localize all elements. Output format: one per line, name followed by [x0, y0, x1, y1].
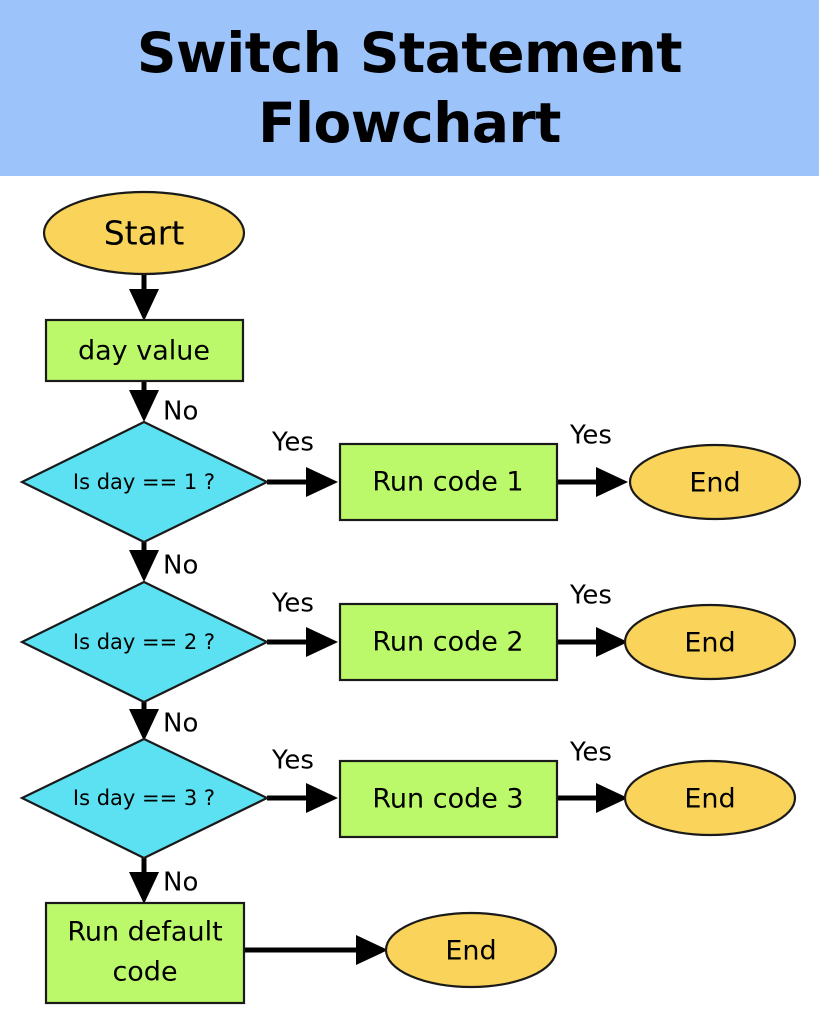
start-label: Start — [104, 214, 185, 253]
run-code-1-rect — [338, 442, 559, 522]
end-1-label: End — [689, 468, 740, 499]
end-2-label: End — [684, 628, 735, 659]
run-code-2-label: Run code 2 — [372, 627, 523, 658]
edge-label-layer: No Yes Yes No Yes Yes No Yes Yes No — [163, 397, 612, 898]
decision-1-diamond — [19, 420, 270, 544]
run-default-label-line-2: code — [112, 957, 177, 988]
run-code-1-label: Run code 1 — [372, 467, 523, 498]
edge-label-yes-end-1: Yes — [569, 421, 612, 451]
edge-label-no-2: No — [163, 551, 198, 581]
node-run-default[interactable]: Run default code — [44, 901, 246, 1005]
run-code-2-rect — [338, 602, 559, 682]
node-end-default[interactable]: End — [384, 911, 558, 989]
node-day-value[interactable]: day value — [44, 318, 245, 383]
node-decision-3[interactable]: Is day == 3 ? — [19, 737, 270, 860]
edge-label-yes-end-2: Yes — [569, 581, 612, 611]
run-code-3-label: Run code 3 — [372, 784, 523, 815]
decision-3-label: Is day == 3 ? — [73, 786, 215, 810]
decision-2-label: Is day == 2 ? — [73, 630, 215, 654]
node-run-code-1[interactable]: Run code 1 — [338, 442, 559, 522]
node-decision-1[interactable]: Is day == 1 ? — [19, 420, 270, 544]
end-default-ellipse — [384, 911, 558, 989]
page-title-line-2: Flowchart — [258, 91, 561, 155]
end-2-ellipse — [623, 603, 797, 681]
node-run-code-3[interactable]: Run code 3 — [338, 759, 559, 839]
page-title-line-1: Switch Statement — [136, 21, 683, 85]
edge-label-yes-decision-3: Yes — [271, 746, 314, 776]
node-run-code-2[interactable]: Run code 2 — [338, 602, 559, 682]
decision-1-label: Is day == 1 ? — [73, 470, 215, 494]
node-end-1[interactable]: End — [628, 443, 802, 521]
node-start[interactable]: Start — [42, 190, 246, 276]
node-end-2[interactable]: End — [623, 603, 797, 681]
day-value-rect — [44, 318, 245, 383]
run-default-rect — [44, 901, 246, 1005]
run-default-label-line-1: Run default — [67, 917, 222, 948]
header-banner: Switch Statement Flowchart — [0, 0, 819, 176]
edge-label-yes-decision-2: Yes — [271, 589, 314, 619]
start-ellipse — [42, 190, 246, 276]
end-3-label: End — [684, 784, 735, 815]
edge-label-no-4: No — [163, 868, 198, 898]
day-value-label: day value — [78, 336, 210, 367]
flowchart-canvas: Start day value Is day == 1 ? Run code 1… — [19, 190, 802, 1005]
edge-label-yes-end-3: Yes — [569, 738, 612, 768]
edge-label-no-1: No — [163, 397, 198, 427]
end-1-ellipse — [628, 443, 802, 521]
edge-label-yes-decision-1: Yes — [271, 428, 314, 458]
node-end-3[interactable]: End — [623, 759, 797, 837]
end-default-label: End — [445, 936, 496, 967]
run-code-3-rect — [338, 759, 559, 839]
decision-2-diamond — [19, 580, 270, 704]
end-3-ellipse — [623, 759, 797, 837]
connector-layer — [129, 275, 629, 965]
decision-3-diamond — [19, 737, 270, 860]
node-decision-2[interactable]: Is day == 2 ? — [19, 580, 270, 704]
edge-label-no-3: No — [163, 709, 198, 739]
